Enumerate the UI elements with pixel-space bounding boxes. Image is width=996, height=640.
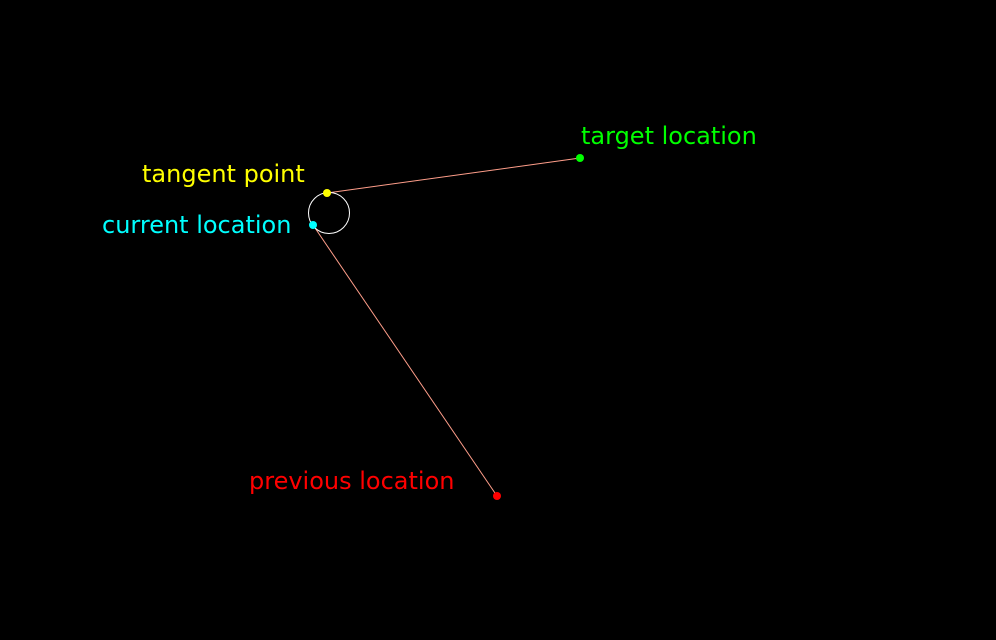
current-location-point <box>309 221 317 229</box>
target-location-label: target location <box>581 122 757 150</box>
target-location-point <box>576 154 584 162</box>
current-to-previous-line <box>312 224 498 497</box>
tangent-point-marker <box>323 189 331 197</box>
previous-location-label: previous location <box>249 467 454 495</box>
previous-location-point <box>493 492 501 500</box>
tangent-to-target-line <box>326 157 581 194</box>
tangent-point-label: tangent point <box>142 160 305 188</box>
current-location-label: current location <box>102 211 291 239</box>
